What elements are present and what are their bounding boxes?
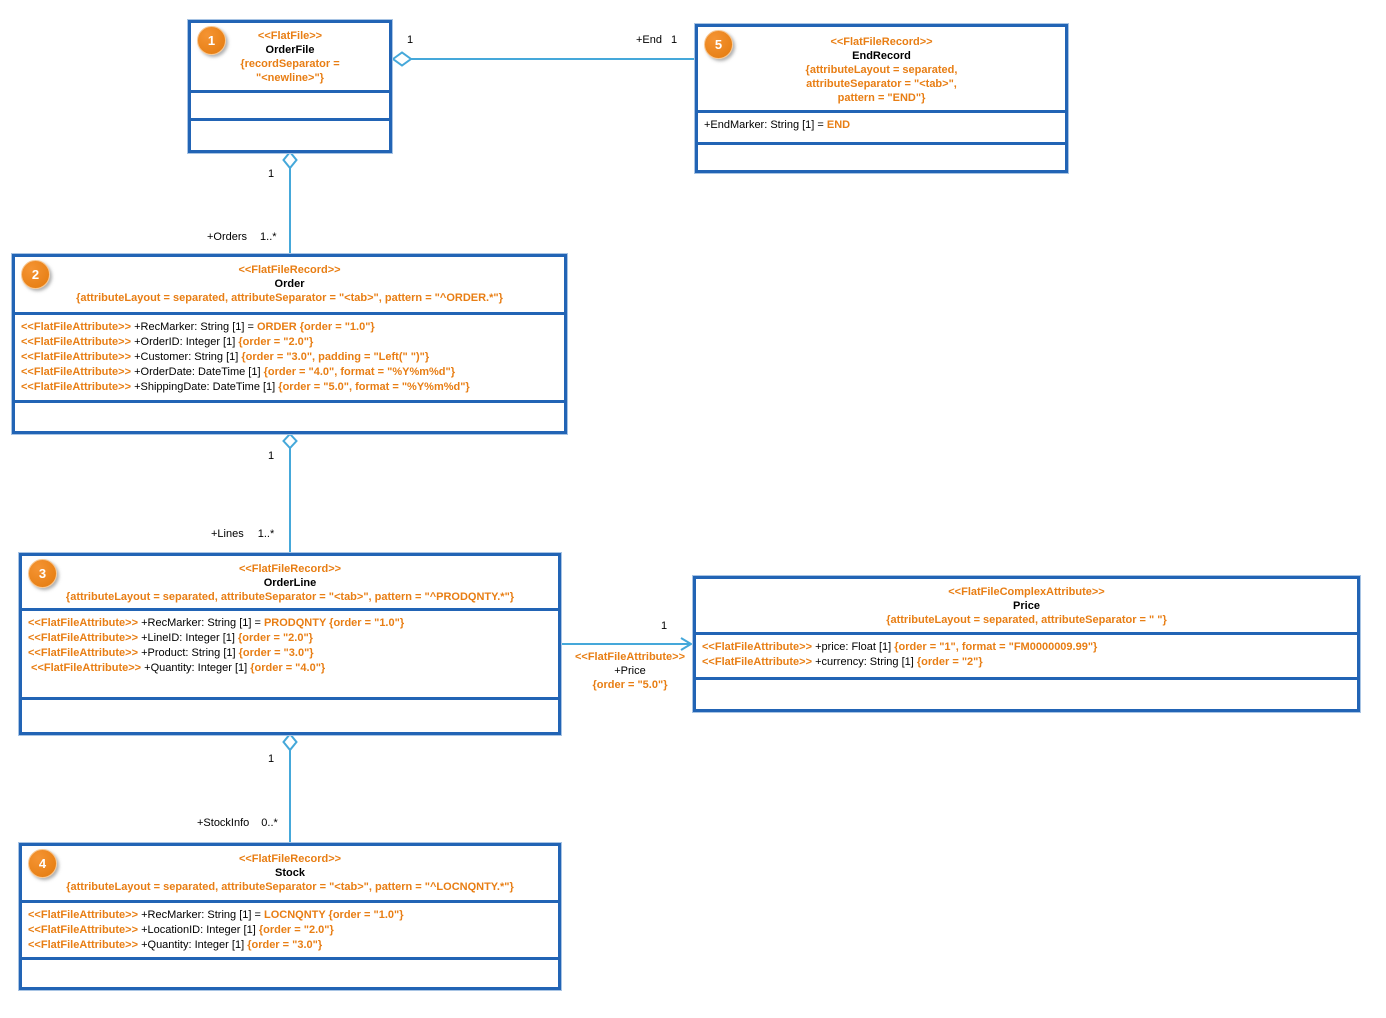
aggregation-diamond-icon — [282, 432, 298, 450]
stockinfo-parent-multiplicity: 1 — [268, 753, 275, 765]
class-header: <<FlatFile>> OrderFile {recordSeparator … — [191, 23, 389, 90]
stockinfo-role-name: +StockInfo — [197, 817, 250, 829]
class-constraint: {recordSeparator = "<newline>"} — [240, 58, 340, 84]
attributes-compartment: <<FlatFileAttribute>> +price: Float [1] … — [696, 632, 1357, 677]
attribute-row: <<FlatFileAttribute>> +currency: String … — [702, 656, 983, 668]
class-constraint: {attributeLayout = separated, attributeS… — [76, 292, 503, 304]
class-endrecord[interactable]: 5 <<FlatFileRecord>> EndRecord {attribut… — [695, 24, 1068, 173]
attributes-compartment: <<FlatFileAttribute>> +RecMarker: String… — [22, 900, 558, 957]
aggregation-diamond-icon — [391, 51, 413, 67]
class-header: <<FlatFileRecord>> EndRecord {attributeL… — [698, 27, 1065, 110]
price-multiplicity: 1 — [661, 620, 668, 632]
class-header: <<FlatFileRecord>> Stock {attributeLayou… — [22, 846, 558, 900]
attribute-row: <<FlatFileAttribute>> +LineID: Integer [… — [28, 632, 313, 644]
class-name: OrderLine — [263, 577, 317, 589]
attribute-row: <<FlatFileAttribute>> +Customer: String … — [21, 351, 430, 363]
stereotype-label: <<FlatFileRecord>> — [238, 264, 341, 276]
attribute-row: <<FlatFileAttribute>> +ShippingDate: Dat… — [21, 381, 470, 393]
price-role-labels: <<FlatFileAttribute>> +Price {order = "5… — [563, 650, 697, 692]
price-arrowhead-icon — [680, 637, 693, 651]
stereotype-label: <<FlatFileRecord>> — [238, 563, 342, 575]
class-order[interactable]: 2 <<FlatFileRecord>> Order {attributeLay… — [12, 254, 567, 434]
price-stereotype-label: <<FlatFileAttribute>> — [574, 651, 686, 663]
stockinfo-child-multiplicity: 0..* — [261, 817, 278, 829]
class-name: Stock — [275, 867, 305, 879]
attribute-row: <<FlatFileAttribute>> +RecMarker: String… — [21, 321, 375, 333]
price-order-constraint: {order = "5.0"} — [592, 679, 668, 691]
empty-compartment — [15, 400, 564, 431]
stockinfo-role-labels: +StockInfo 0..* — [197, 817, 278, 829]
attribute-row: <<FlatFileAttribute>> +RecMarker: String… — [28, 909, 404, 921]
price-role-name: +Price — [614, 665, 646, 677]
class-header: <<FlatFileRecord>> Order {attributeLayou… — [15, 257, 564, 312]
stereotype-label: <<FlatFileRecord>> — [830, 36, 933, 48]
attributes-compartment: <<FlatFileAttribute>> +RecMarker: String… — [22, 608, 558, 697]
class-name: OrderFile — [265, 44, 315, 56]
badge-3: 3 — [28, 559, 57, 588]
class-name: Order — [274, 278, 305, 290]
attribute-row: <<FlatFileAttribute>> +RecMarker: String… — [28, 617, 405, 629]
lines-child-multiplicity: 1..* — [257, 528, 275, 540]
class-constraint: {attributeLayout = separated, attributeS… — [65, 591, 515, 603]
class-name: EndRecord — [852, 50, 911, 62]
attribute-row: <<FlatFileAttribute>> +Quantity: Integer… — [28, 939, 323, 951]
attribute-row: <<FlatFileAttribute>> +OrderID: Integer … — [21, 336, 314, 348]
empty-compartment — [191, 118, 389, 150]
class-constraint: {attributeLayout = separated, attributeS… — [886, 614, 1167, 626]
class-orderline[interactable]: 3 <<FlatFileRecord>> OrderLine {attribut… — [19, 553, 561, 735]
class-name: Price — [1013, 600, 1040, 612]
aggregation-diamond-icon — [282, 732, 298, 752]
class-price[interactable]: <<FlatFileComplexAttribute>> Price {attr… — [693, 576, 1360, 712]
attribute-row: <<FlatFileAttribute>> +Product: String [… — [28, 647, 314, 659]
attribute-row: <<FlatFileAttribute>> +OrderDate: DateTi… — [21, 366, 456, 378]
badge-4: 4 — [28, 849, 57, 878]
class-header: <<FlatFileComplexAttribute>> Price {attr… — [696, 579, 1357, 632]
orders-role-name: +Orders — [207, 231, 248, 243]
attributes-compartment: +EndMarker: String [1] = END — [698, 110, 1065, 142]
lines-role-labels: +Lines 1..* — [211, 528, 274, 540]
empty-compartment — [22, 697, 558, 732]
class-constraint: {attributeLayout = separated, attributeS… — [66, 881, 514, 893]
attribute-row: <<FlatFileAttribute>> +Quantity: Integer… — [28, 662, 326, 674]
class-header: <<FlatFileRecord>> OrderLine {attributeL… — [22, 556, 558, 608]
lines-role-name: +Lines — [211, 528, 244, 540]
aggregation-diamond-icon — [282, 150, 298, 170]
orders-parent-multiplicity: 1 — [268, 168, 275, 180]
attribute-row: <<FlatFileAttribute>> +price: Float [1] … — [702, 641, 1098, 653]
attribute-row: <<FlatFileAttribute>> +LocationID: Integ… — [28, 924, 334, 936]
stereotype-label: <<FlatFile>> — [257, 30, 323, 42]
end-target-multiplicity: 1 — [671, 34, 678, 46]
stereotype-label: <<FlatFileComplexAttribute>> — [948, 586, 1105, 598]
orders-child-multiplicity: 1..* — [260, 231, 277, 243]
stereotype-label: <<FlatFileRecord>> — [238, 853, 342, 865]
badge-1: 1 — [197, 26, 226, 55]
class-constraint: {attributeLayout = separated, attributeS… — [805, 64, 958, 104]
lines-parent-multiplicity: 1 — [268, 450, 275, 462]
class-stock[interactable]: 4 <<FlatFileRecord>> Stock {attributeLay… — [19, 843, 561, 990]
empty-compartment — [22, 957, 558, 987]
end-role-name: +End — [636, 34, 662, 46]
empty-compartment — [696, 677, 1357, 709]
badge-2: 2 — [21, 260, 50, 289]
empty-compartment — [698, 142, 1065, 170]
orders-role-labels: +Orders 1..* — [207, 231, 277, 243]
end-parent-multiplicity: 1 — [407, 34, 414, 46]
class-orderfile[interactable]: 1 <<FlatFile>> OrderFile {recordSeparato… — [188, 20, 392, 153]
attributes-compartment: <<FlatFileAttribute>> +RecMarker: String… — [15, 312, 564, 400]
attribute-row: +EndMarker: String [1] = END — [704, 119, 851, 131]
empty-compartment — [191, 90, 389, 118]
badge-5: 5 — [704, 30, 733, 59]
end-role-labels: +End 1 — [636, 34, 677, 46]
